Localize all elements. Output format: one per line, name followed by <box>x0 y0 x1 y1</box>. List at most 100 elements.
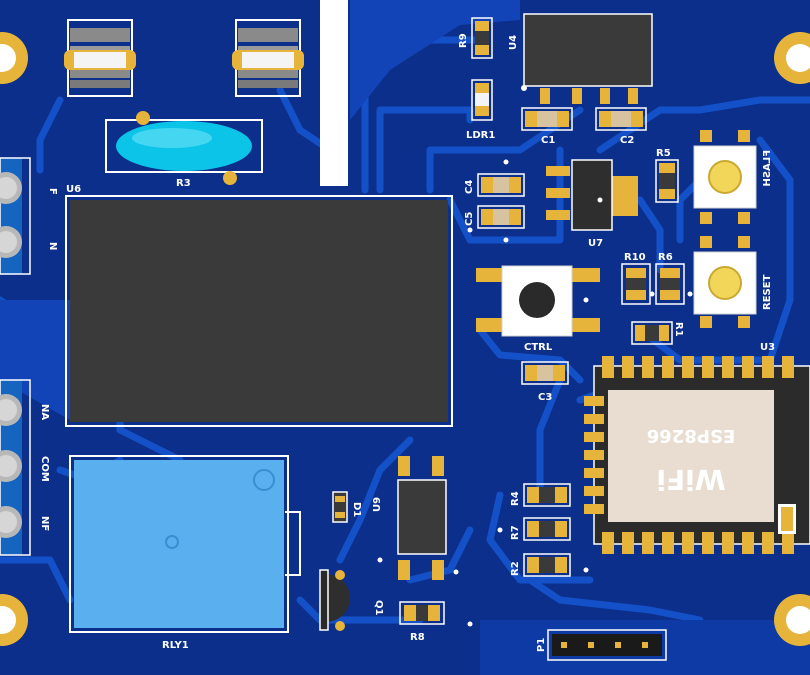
esp-pin <box>602 532 614 554</box>
label-c1: C1 <box>541 135 555 146</box>
label-u6: U6 <box>66 184 81 195</box>
r4-resistor: R4 <box>510 483 571 507</box>
label-c5: C5 <box>464 212 475 226</box>
esp-pin <box>742 356 754 378</box>
esp-pin <box>762 356 774 378</box>
u9-optocoupler: U9 <box>372 456 447 580</box>
label-wifi: WiFi <box>656 463 725 496</box>
c4-capacitor: C4 <box>464 173 525 197</box>
label-flash: FLASH <box>762 150 773 187</box>
copper-pour-top <box>350 0 520 120</box>
ldr1-sensor: LDR1 <box>466 79 495 141</box>
p1-header[interactable]: P1 <box>536 629 667 661</box>
r6-resistor: R6 <box>655 252 685 305</box>
label-r10: R10 <box>624 252 646 263</box>
label-rly1: RLY1 <box>162 640 189 651</box>
esp-pin <box>584 396 604 406</box>
label-u3: U3 <box>760 342 775 353</box>
r3-varistor: R3 <box>105 111 263 189</box>
u3-esp8266-module: WiFi ESP8266 U3 <box>584 342 810 554</box>
terminal-block-top: F N <box>0 157 58 275</box>
c3-capacitor: C3 <box>521 361 569 403</box>
label-r7: R7 <box>510 525 521 540</box>
flash-button[interactable]: FLASH <box>693 130 773 224</box>
board-slot <box>320 0 348 186</box>
esp-pin <box>622 356 634 378</box>
r7-resistor: R7 <box>510 517 571 541</box>
label-reset: RESET <box>762 274 773 310</box>
esp-pin <box>622 532 634 554</box>
label-q1: Q1 <box>373 600 384 616</box>
esp-pin <box>722 532 734 554</box>
label-u4: U4 <box>508 35 519 50</box>
esp-pin <box>722 356 734 378</box>
u7-regulator: U7 <box>546 159 638 249</box>
q1-transistor: Q1 <box>319 569 384 631</box>
rly1-relay: RLY1 <box>69 455 301 651</box>
esp-pin <box>584 468 604 478</box>
ctrl-button[interactable]: CTRL <box>476 265 600 353</box>
label-r9: R9 <box>458 33 469 48</box>
label-u9: U9 <box>372 497 383 512</box>
label-esp8266: ESP8266 <box>647 425 736 446</box>
label-r2: R2 <box>510 561 521 576</box>
label-r6: R6 <box>658 252 673 263</box>
c5-capacitor: C5 <box>464 205 525 229</box>
label-c4: C4 <box>464 180 475 194</box>
esp-pin <box>782 532 794 554</box>
esp-pin <box>642 356 654 378</box>
esp-pin <box>584 450 604 460</box>
esp-pin <box>584 486 604 496</box>
esp-pin <box>662 532 674 554</box>
esp-pin <box>742 532 754 554</box>
mounting-holes <box>0 32 810 646</box>
label-r1: R1 <box>673 322 684 337</box>
terminal-block-bottom: NA COM NF <box>0 379 50 556</box>
c2-capacitor: C2 <box>595 107 647 146</box>
label-terminal-f: F <box>47 188 58 195</box>
esp-pin <box>584 504 604 514</box>
label-terminal-nf: NF <box>39 516 50 531</box>
r5-resistor: R5 <box>655 148 679 203</box>
label-r3: R3 <box>176 178 191 189</box>
label-u7: U7 <box>588 238 603 249</box>
label-r4: R4 <box>510 491 521 506</box>
esp-pin <box>702 356 714 378</box>
r9-resistor: R9 <box>458 17 493 59</box>
label-p1: P1 <box>536 638 547 652</box>
esp-pin <box>662 356 674 378</box>
esp-castellated-pins <box>584 356 794 554</box>
r2-resistor: R2 <box>510 553 571 577</box>
u6-power-module: U6 <box>65 184 453 427</box>
reset-button[interactable]: RESET <box>693 236 773 328</box>
esp-pin <box>584 414 604 424</box>
label-terminal-n: N <box>47 242 58 250</box>
r8-resistor: R8 <box>399 601 445 643</box>
esp-pin <box>782 356 794 378</box>
r1-resistor: R1 <box>631 321 684 345</box>
label-c2: C2 <box>620 135 634 146</box>
label-d1: D1 <box>351 502 362 517</box>
esp-pin <box>682 356 694 378</box>
esp-pin <box>762 532 774 554</box>
esp-pin <box>682 532 694 554</box>
inductor-left <box>64 19 136 97</box>
esp-pin <box>642 532 654 554</box>
label-ctrl: CTRL <box>524 342 553 353</box>
inductor-right <box>232 19 304 97</box>
label-terminal-na: NA <box>39 404 50 420</box>
esp-pin <box>584 432 604 442</box>
c1-capacitor: C1 <box>521 107 573 146</box>
label-r8: R8 <box>410 632 425 643</box>
label-r5: R5 <box>656 148 671 159</box>
esp-pin <box>602 356 614 378</box>
d1-diode: D1 <box>332 491 362 523</box>
label-ldr1: LDR1 <box>466 130 495 141</box>
r10-resistor: R10 <box>621 252 651 305</box>
u4-ic: U4 <box>508 13 653 104</box>
vias <box>377 159 693 627</box>
esp-pin <box>702 532 714 554</box>
label-c3: C3 <box>538 392 552 403</box>
label-terminal-com: COM <box>39 456 50 482</box>
